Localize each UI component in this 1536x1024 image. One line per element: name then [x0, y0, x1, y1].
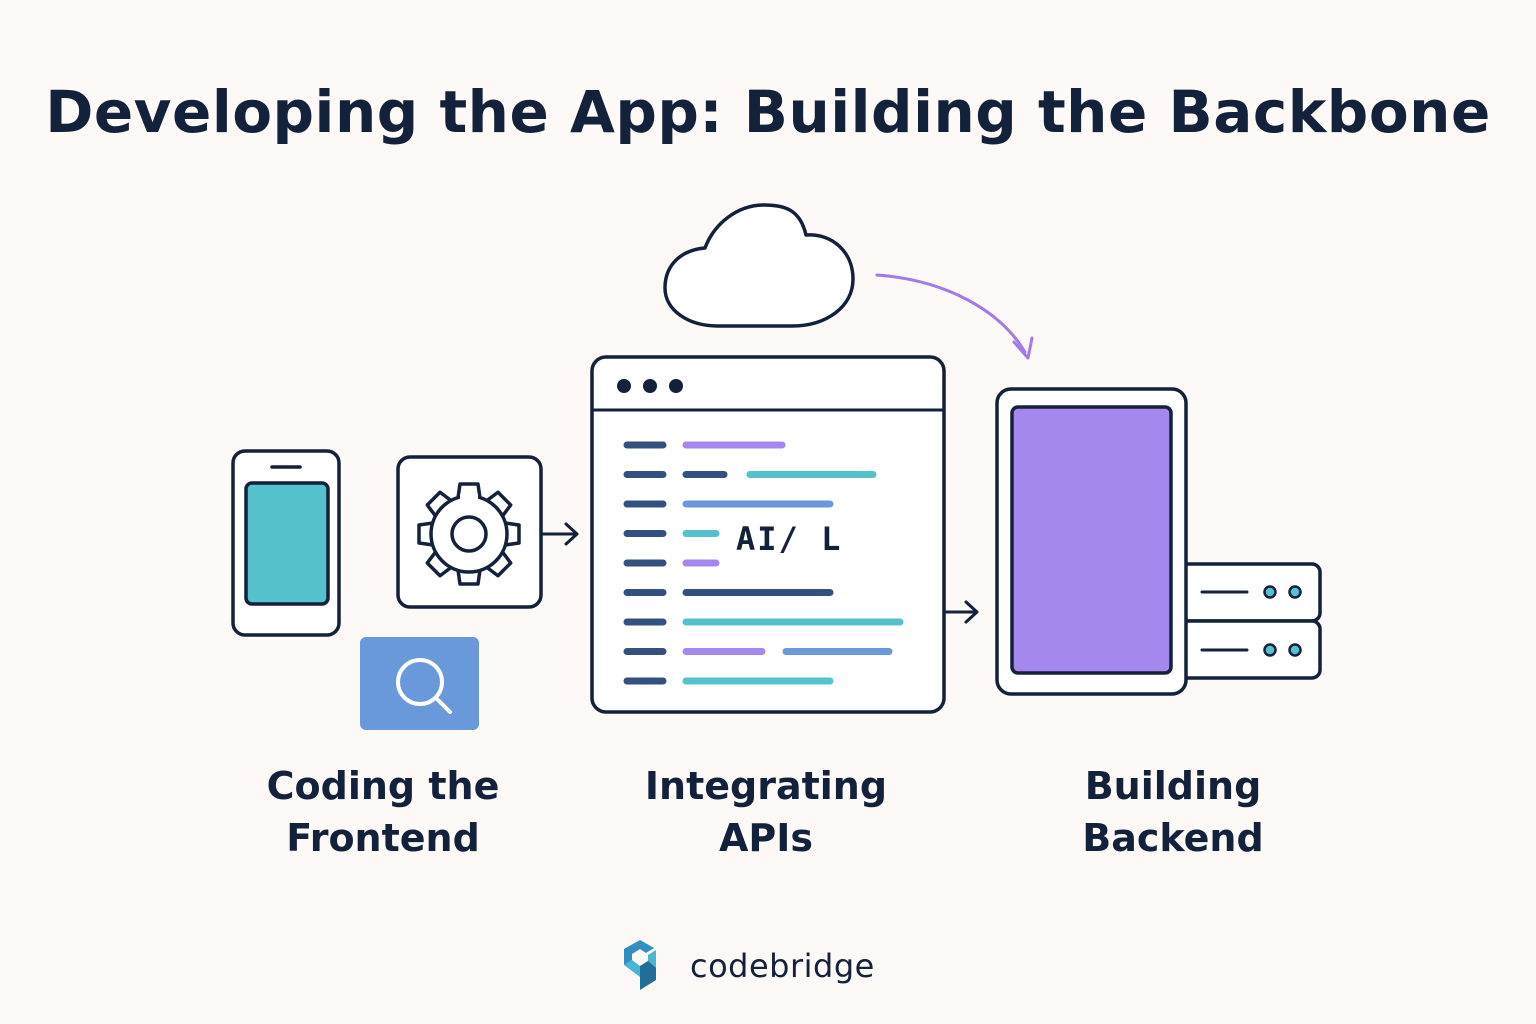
step-label-frontend-line2: Frontend: [286, 816, 480, 860]
code-text: AI/ L: [736, 520, 843, 558]
curved-arrow-head: [1012, 336, 1034, 360]
step-label-backend: Building Backend: [1003, 760, 1343, 864]
brand-name: codebridge: [690, 947, 875, 985]
step-label-apis-line1: Integrating: [644, 764, 888, 808]
tablet-icon: [995, 387, 1188, 696]
step-label-apis-line2: APIs: [718, 816, 814, 860]
step-label-backend-line2: Backend: [1082, 816, 1264, 860]
cloud-icon: [663, 203, 855, 328]
codebridge-logo-icon: [624, 940, 656, 990]
arrow-right-icon: [942, 600, 979, 624]
page-title: Developing the App: Building the Backbon…: [45, 78, 1491, 146]
step-label-frontend-line1: Coding the: [266, 764, 500, 808]
arrow-right-icon: [539, 522, 579, 546]
curved-arrow: [875, 273, 1027, 354]
server-icon: [1148, 562, 1322, 680]
step-label-frontend: Coding the Frontend: [213, 760, 553, 864]
code-window: [590, 355, 946, 714]
brand: codebridge: [676, 936, 875, 996]
phone-icon: [231, 449, 341, 637]
step-label-apis: Integrating APIs: [596, 760, 936, 864]
gear-icon: [396, 455, 543, 609]
search-icon: [360, 637, 479, 730]
step-label-backend-line1: Building: [1084, 764, 1262, 808]
